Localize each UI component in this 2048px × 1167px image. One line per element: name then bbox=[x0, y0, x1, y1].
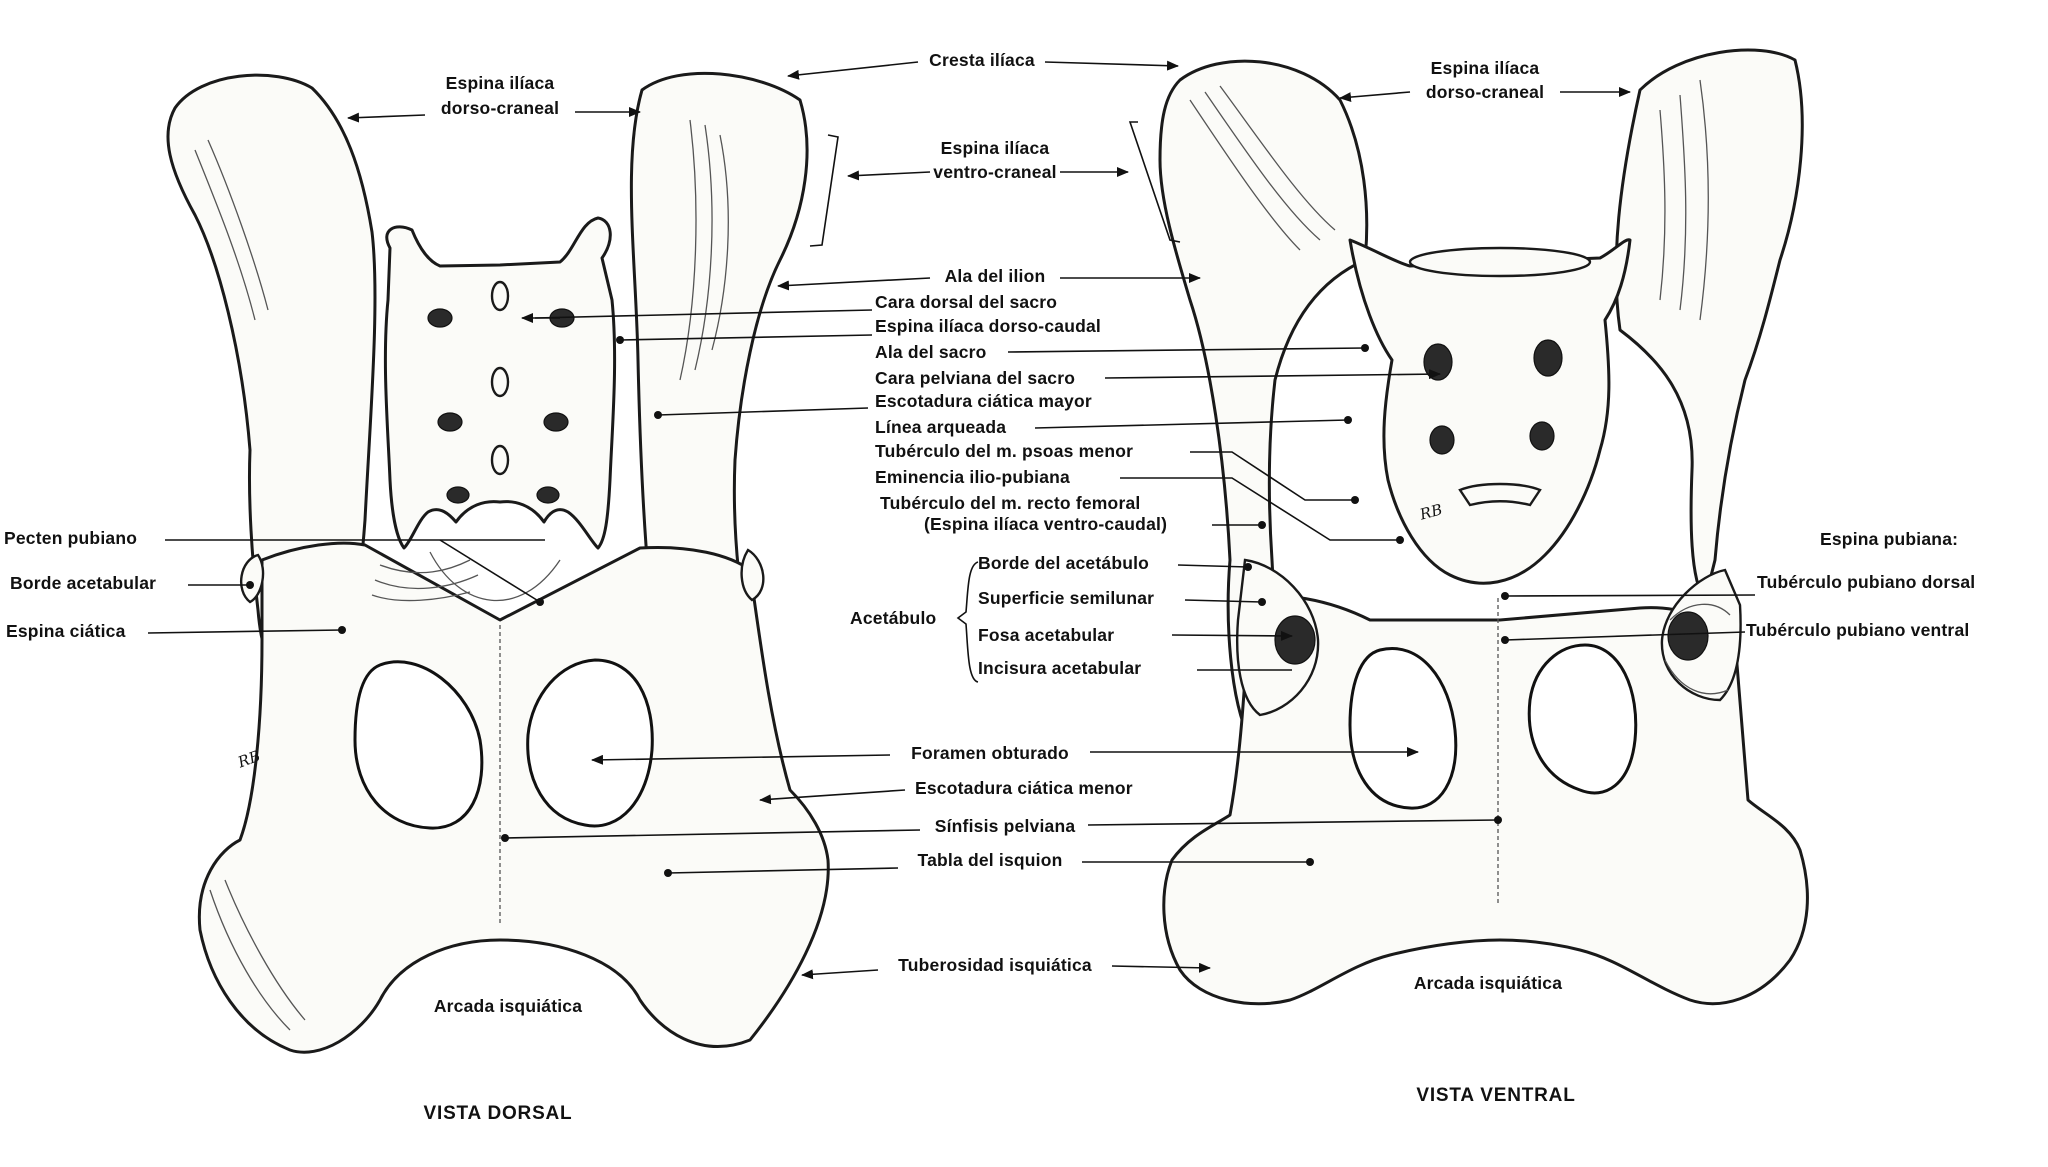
title-vista-dorsal: VISTA DORSAL bbox=[424, 1104, 573, 1123]
label-psoas-menor: Tubérculo del m. psoas menor bbox=[875, 443, 1133, 461]
label-espina-pubiana: Espina pubiana: bbox=[1820, 531, 1958, 549]
label-linea-arqueada: Línea arqueada bbox=[875, 419, 1006, 437]
label-cara-dorsal-sacro: Cara dorsal del sacro bbox=[875, 294, 1057, 312]
label-dorso-craneal-left-2: dorso-craneal bbox=[441, 100, 559, 118]
label-escotadura-menor: Escotadura ciática menor bbox=[915, 780, 1133, 798]
label-arcada-ventral: Arcada isquiática bbox=[1414, 975, 1562, 993]
title-vista-ventral: VISTA VENTRAL bbox=[1416, 1086, 1575, 1105]
label-sinfisis-pelviana: Sínfisis pelviana bbox=[935, 818, 1076, 836]
label-tuberculo-pubiano-dorsal: Tubérculo pubiano dorsal bbox=[1757, 574, 1975, 592]
label-borde-acetabular: Borde acetabular bbox=[10, 575, 156, 593]
label-dorso-craneal-right-2: dorso-craneal bbox=[1426, 84, 1544, 102]
label-tuberculo-pubiano-ventral: Tubérculo pubiano ventral bbox=[1746, 622, 1969, 640]
label-ventro-craneal-1: Espina ilíaca bbox=[941, 140, 1050, 158]
label-acetabulo: Acetábulo bbox=[850, 610, 936, 628]
label-espina-ciatica: Espina ciática bbox=[6, 623, 126, 641]
ventral-sacrum bbox=[1350, 240, 1630, 583]
label-espina-dorso-caudal: Espina ilíaca dorso-caudal bbox=[875, 318, 1101, 336]
label-dorso-craneal-right-1: Espina ilíaca bbox=[1431, 60, 1540, 78]
label-arcada-dorsal: Arcada isquiática bbox=[434, 998, 582, 1016]
ventral-right-ilium bbox=[1616, 50, 1802, 600]
label-dorso-craneal-left-1: Espina ilíaca bbox=[446, 75, 555, 93]
dorsal-pelvis bbox=[168, 73, 828, 1052]
label-ala-sacro: Ala del sacro bbox=[875, 344, 987, 362]
label-recto-femoral: Tubérculo del m. recto femoral bbox=[880, 495, 1140, 513]
label-incisura-acetabular: Incisura acetabular bbox=[978, 660, 1141, 678]
ventral-pelvis bbox=[1160, 50, 1807, 1004]
dorsal-pelvic-floor bbox=[199, 543, 828, 1052]
label-tuberosidad-isquiatica: Tuberosidad isquiática bbox=[898, 957, 1092, 975]
label-cara-pelviana-sacro: Cara pelviana del sacro bbox=[875, 370, 1075, 388]
label-ala-ilion: Ala del ilion bbox=[945, 268, 1046, 286]
label-espina-ventro-caudal: (Espina ilíaca ventro-caudal) bbox=[924, 516, 1167, 534]
label-cresta-iliaca: Cresta ilíaca bbox=[929, 52, 1035, 70]
label-eminencia-ilio-pubiana: Eminencia ilio-pubiana bbox=[875, 469, 1070, 487]
label-borde-acetabulo: Borde del acetábulo bbox=[978, 555, 1149, 573]
label-tabla-isquion: Tabla del isquion bbox=[917, 852, 1062, 870]
label-pecten-pubiano: Pecten pubiano bbox=[4, 530, 137, 548]
label-fosa-acetabular: Fosa acetabular bbox=[978, 627, 1114, 645]
label-foramen-obturado: Foramen obturado bbox=[911, 745, 1069, 763]
label-escotadura-mayor: Escotadura ciática mayor bbox=[875, 393, 1092, 411]
label-ventro-craneal-2: ventro-craneal bbox=[933, 164, 1056, 182]
label-superficie-semilunar: Superficie semilunar bbox=[978, 590, 1154, 608]
